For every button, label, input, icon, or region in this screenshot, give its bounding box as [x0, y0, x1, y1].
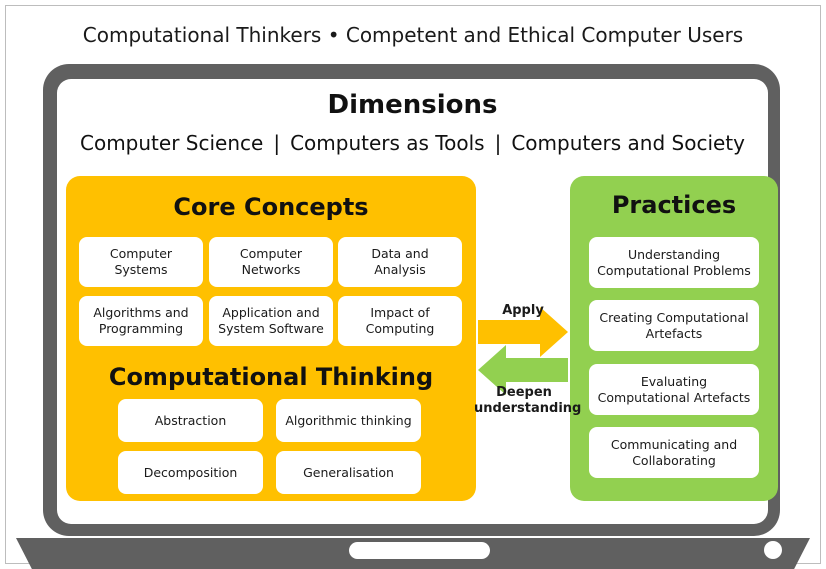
ct-abstraction: Abstraction [118, 399, 263, 442]
computational-thinking-title: Computational Thinking [108, 363, 434, 391]
ct-generalisation: Generalisation [276, 451, 421, 494]
concept-algorithms-and-programming: Algorithms and Programming [79, 296, 203, 346]
ct-algorithmic-thinking: Algorithmic thinking [276, 399, 421, 442]
deepen-understanding-arrow [478, 345, 568, 395]
dimensions-list: Computer Science | Computers as Tools | Comp… [57, 130, 768, 156]
dimension-computers-as-tools: Computers as Tools [290, 131, 485, 155]
apply-label: Apply [502, 303, 544, 318]
laptop-power-indicator [764, 541, 782, 559]
concept-computer-systems: Computer Systems [79, 237, 203, 287]
dimension-separator: | [494, 131, 502, 155]
core-concepts-title: Core Concepts [173, 193, 369, 221]
dimensions-title: Dimensions [327, 90, 498, 120]
practice-evaluating-computational-artefacts: Evaluating Computational Artefacts [589, 364, 759, 415]
deepen-understanding-label: Deepen understanding [474, 385, 582, 416]
dimension-separator: | [273, 131, 281, 155]
dimension-computer-science: Computer Science [80, 131, 264, 155]
concept-computer-networks: Computer Networks [209, 237, 333, 287]
practice-creating-computational-artefacts: Creating Computational Artefacts [589, 300, 759, 351]
concept-data-and-analysis: Data and Analysis [338, 237, 462, 287]
tagline: Computational Thinkers • Competent and E… [82, 23, 744, 47]
dimension-computers-and-society: Computers and Society [511, 131, 745, 155]
concept-application-and-system-software: Application and System Software [209, 296, 333, 346]
ct-decomposition: Decomposition [118, 451, 263, 494]
laptop-trackpad [349, 542, 490, 559]
practices-title: Practices [611, 191, 737, 219]
practice-communicating-and-collaborating: Communicating and Collaborating [589, 427, 759, 478]
apply-arrow [478, 307, 568, 357]
practice-understanding-computational-problems: Understanding Computational Problems [589, 237, 759, 288]
concept-impact-of-computing: Impact of Computing [338, 296, 462, 346]
